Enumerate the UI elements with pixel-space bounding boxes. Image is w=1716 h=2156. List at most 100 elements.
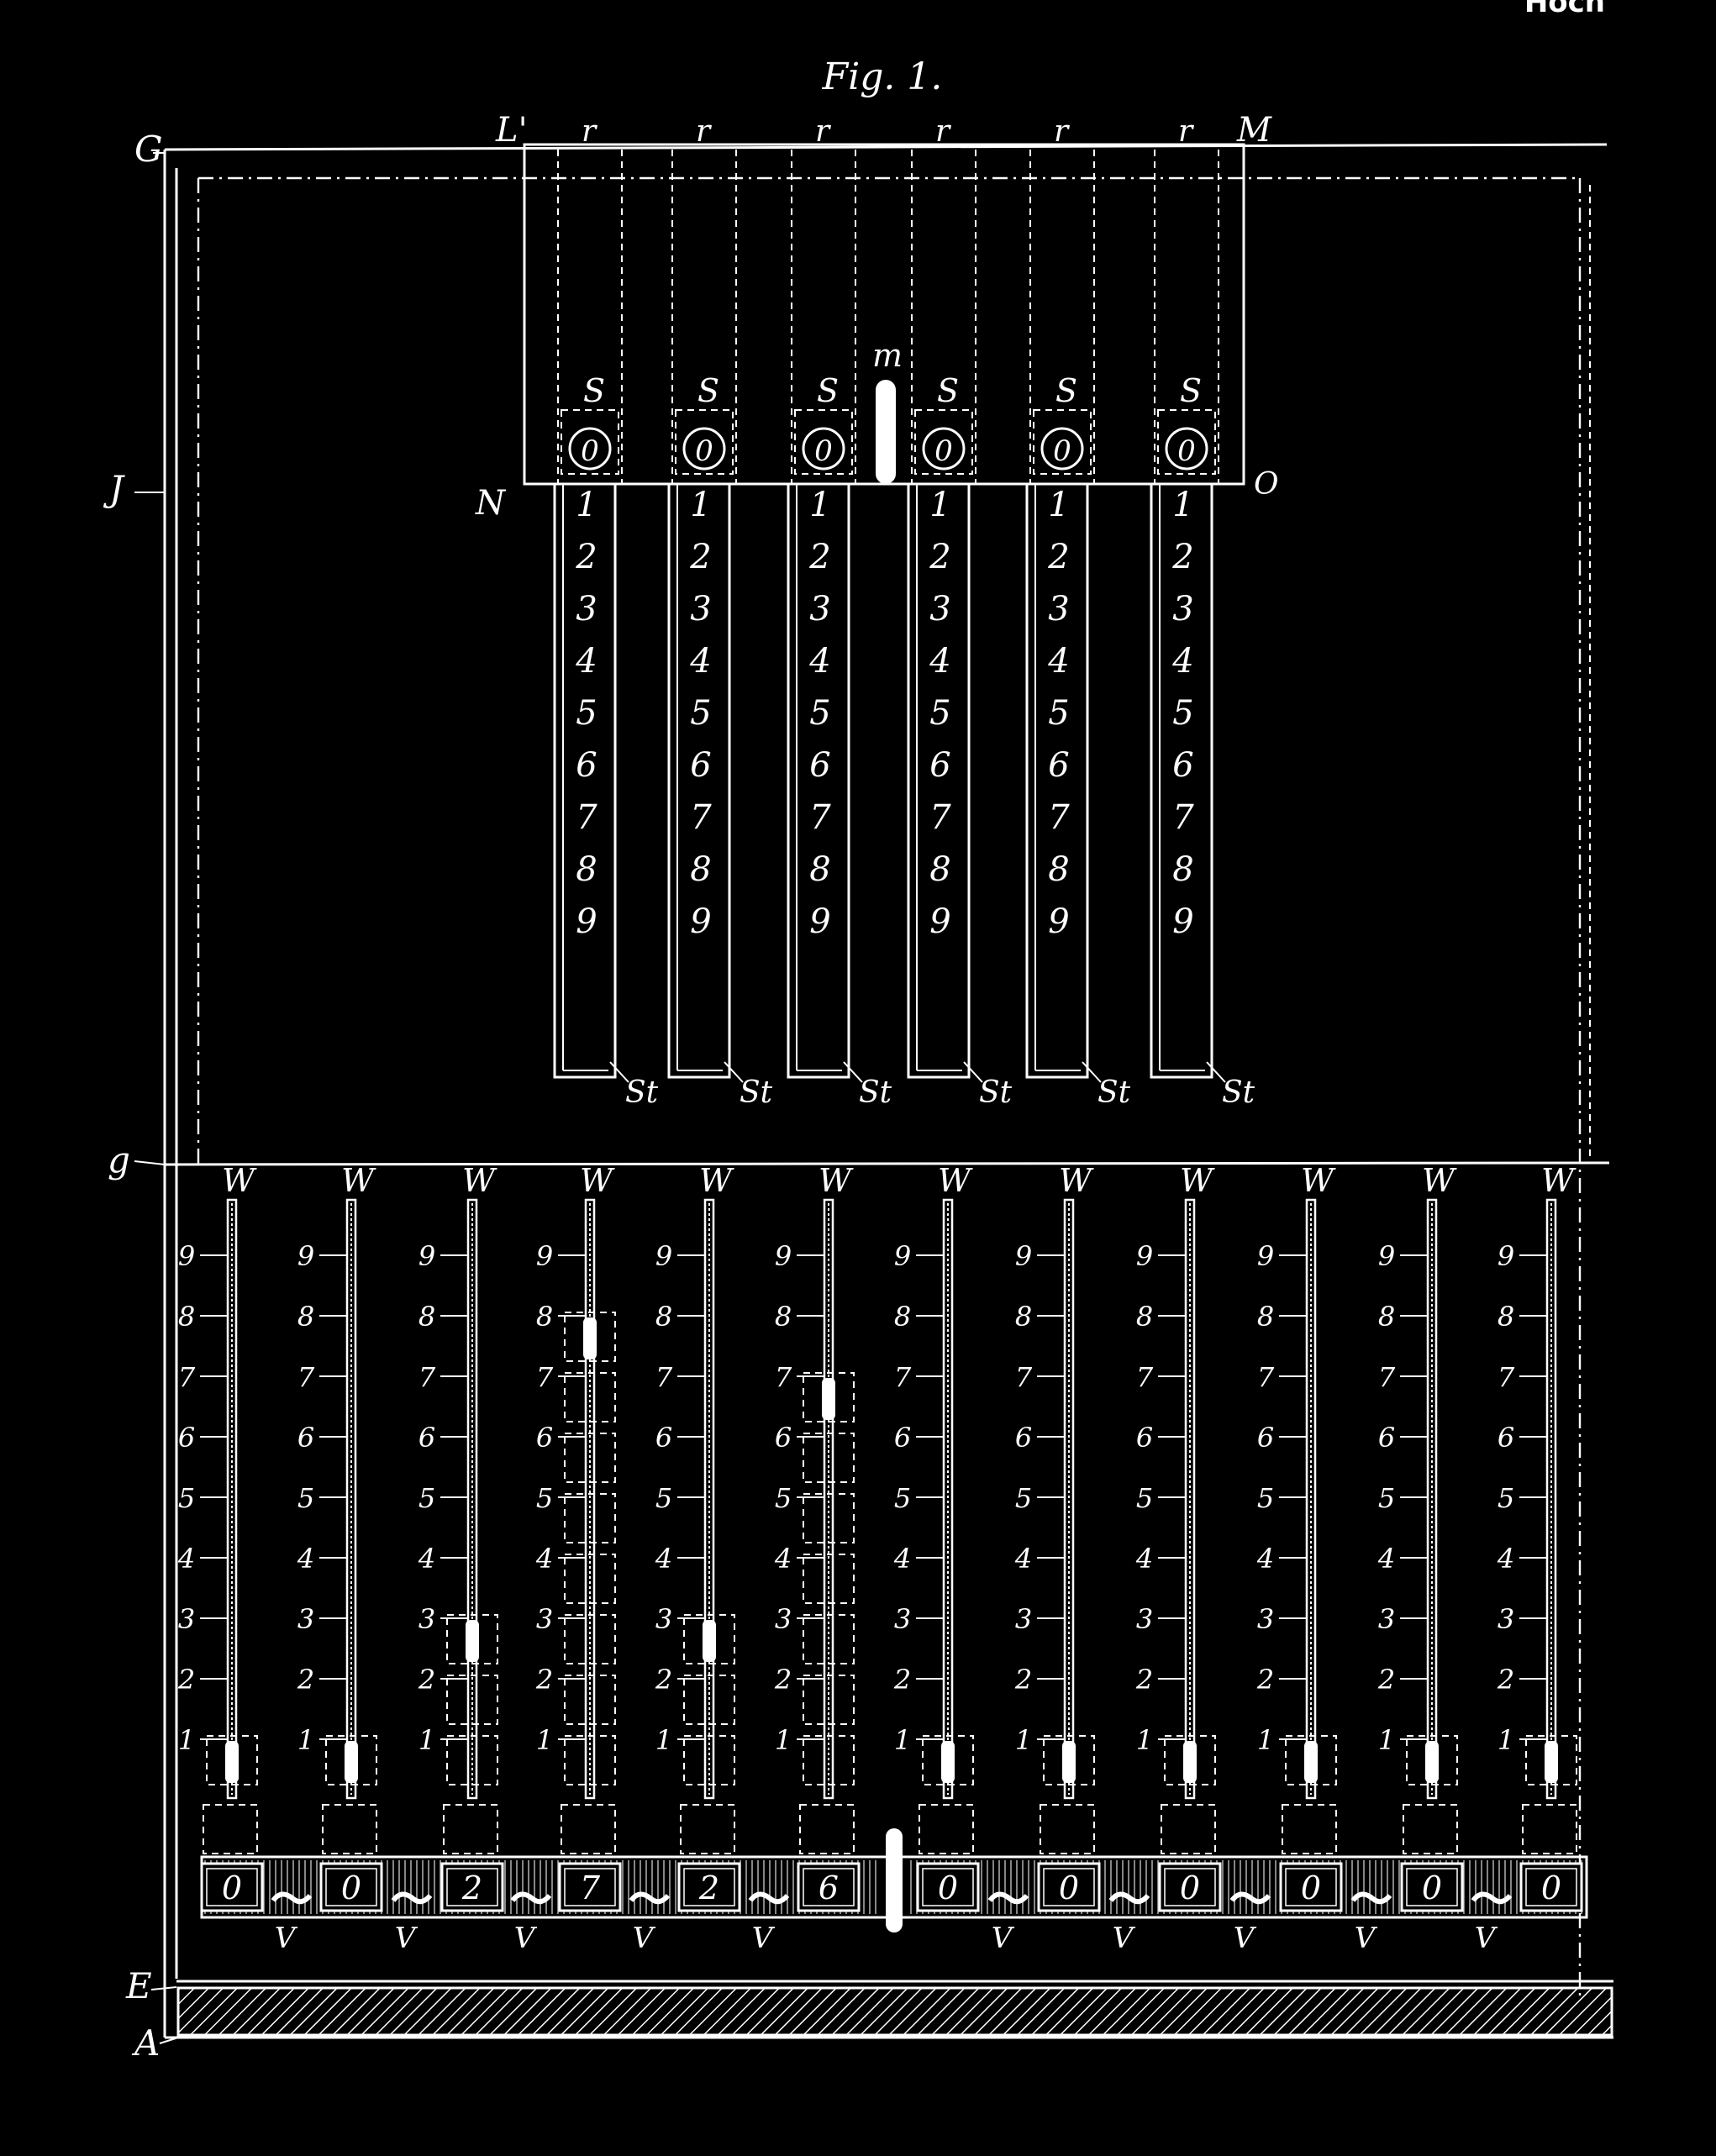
carry-lever xyxy=(510,1891,552,1905)
frame-label-a: A xyxy=(131,2022,160,2064)
rod-scale-digit: 9 xyxy=(1136,1240,1153,1272)
slide-scale-digit: 4 xyxy=(689,642,711,681)
rod-scale-digit: 3 xyxy=(1498,1603,1514,1635)
result-digit: 2 xyxy=(461,1869,482,1906)
upper-columns: rS0123456789StrS0123456789StrS0123456789… xyxy=(553,114,1255,1110)
rod-scale-digit: 3 xyxy=(536,1603,553,1635)
rod-label-w: W xyxy=(580,1162,615,1199)
rod-scale-digit: 7 xyxy=(1015,1361,1033,1393)
rod-label-w: W xyxy=(1301,1162,1336,1199)
rod-scale-digit: 1 xyxy=(418,1724,435,1756)
rod-scale-digit: 7 xyxy=(1257,1361,1275,1393)
result-window-8: 0V xyxy=(1037,1862,1150,1955)
rod-scale-digit: 1 xyxy=(655,1724,672,1756)
rod-label-w: W xyxy=(1422,1162,1457,1199)
lever-label-v: V xyxy=(1355,1922,1378,1955)
panel-label-l: L' xyxy=(495,111,528,150)
rod-foot-box xyxy=(1040,1804,1095,1854)
rod-scale-digit: 9 xyxy=(1378,1240,1395,1272)
slide-scale-digit: 3 xyxy=(576,590,597,628)
rod-slider xyxy=(345,1741,358,1783)
rod-scale-digit: 1 xyxy=(1136,1724,1153,1756)
slide-scale-digit: 7 xyxy=(1172,798,1194,837)
counter-window-value: 0 xyxy=(934,434,953,468)
base-plate xyxy=(165,1980,1613,2039)
rod-scale-digit: 3 xyxy=(894,1603,911,1635)
rod-slider xyxy=(1304,1741,1318,1783)
rod-foot-box xyxy=(799,1804,855,1854)
lever-label-v: V xyxy=(514,1922,538,1955)
slide-scale-digit: 7 xyxy=(809,798,831,837)
slide-scale-digit: 6 xyxy=(809,746,830,785)
counter-window xyxy=(802,427,845,471)
rod-scale-digit: 1 xyxy=(178,1724,195,1756)
rod xyxy=(1184,1198,1196,1800)
slide-scale-digit: 6 xyxy=(576,746,597,785)
rod-scale-digit: 5 xyxy=(775,1482,792,1514)
rod-scale-digit: 6 xyxy=(775,1422,792,1454)
rod-scale-digit: 8 xyxy=(894,1301,911,1333)
rod-foot-box xyxy=(919,1804,974,1854)
rod-scale-digit: 6 xyxy=(536,1422,553,1454)
rod-foot-box xyxy=(322,1804,377,1854)
rod-scale-digit: 2 xyxy=(1014,1664,1032,1696)
rod-scale-digit: 5 xyxy=(1136,1482,1153,1514)
slide-scale-digit: 2 xyxy=(808,538,830,576)
rod-scale-digit: 9 xyxy=(1015,1240,1032,1272)
figure-title: Fig. 1. xyxy=(822,55,943,98)
rod-scale-digit: 4 xyxy=(297,1543,314,1575)
rod-scale-digit: 6 xyxy=(1378,1422,1395,1454)
rod-foot-box xyxy=(680,1804,735,1854)
rod-scale-digit: 9 xyxy=(536,1240,553,1272)
rod-scale-digit: 9 xyxy=(1498,1240,1514,1272)
rod-scale-digit: 3 xyxy=(775,1603,792,1635)
rod-scale-digit: 8 xyxy=(418,1301,435,1333)
rod-foot-box xyxy=(1161,1804,1216,1854)
frame-label-j: J xyxy=(103,468,125,509)
rod-scale-digit: 4 xyxy=(1377,1543,1395,1575)
rod xyxy=(466,1198,478,1800)
rod-scale-digit: 1 xyxy=(536,1724,553,1756)
rod-scale-digit: 7 xyxy=(1136,1361,1154,1393)
rod-scale-digit: 7 xyxy=(178,1361,196,1393)
rod xyxy=(703,1198,715,1800)
rod-slider xyxy=(822,1378,835,1420)
rod-scale-digit: 2 xyxy=(1135,1664,1153,1696)
slide-scale-digit: 9 xyxy=(690,902,711,941)
rod-foot-box xyxy=(1522,1804,1577,1854)
slide-scale-digit: 9 xyxy=(1172,902,1193,941)
rod-scale-digit: 5 xyxy=(178,1482,195,1514)
rod-scale-digit: 5 xyxy=(1498,1482,1514,1514)
rod-scale-digit: 8 xyxy=(655,1301,672,1333)
outer-frame xyxy=(163,143,1610,2038)
counter-window-value: 0 xyxy=(1177,434,1196,468)
slide-scale-digit: 3 xyxy=(690,590,711,628)
rod-foot-box xyxy=(1403,1804,1458,1854)
slide-scale-digit: 7 xyxy=(690,798,712,837)
rod-scale-digit: 6 xyxy=(894,1422,911,1454)
rod-scale-digit: 3 xyxy=(1136,1603,1153,1635)
slide-scale-digit: 4 xyxy=(1047,642,1069,681)
slide-scale-digit: 5 xyxy=(576,694,597,733)
counter-window xyxy=(1165,427,1208,471)
lever-label-v: V xyxy=(633,1922,656,1955)
panel-label-m: M xyxy=(1236,111,1272,150)
rod-foot-box xyxy=(443,1804,498,1854)
lever-label-v: V xyxy=(275,1922,298,1955)
result-window-3: 2V xyxy=(440,1862,552,1955)
slide-bar xyxy=(907,482,971,1079)
slide-scale-digit: 4 xyxy=(1171,642,1193,681)
rod-scale-digit: 9 xyxy=(1257,1240,1274,1272)
rod-label-w: W xyxy=(222,1162,257,1199)
rod-scale-digit: 4 xyxy=(655,1543,672,1575)
column-label-r: r xyxy=(815,114,831,149)
panel-label-n: N xyxy=(475,484,507,523)
result-window-4: 7V xyxy=(558,1862,671,1955)
stop-label-st: St xyxy=(1098,1075,1131,1110)
